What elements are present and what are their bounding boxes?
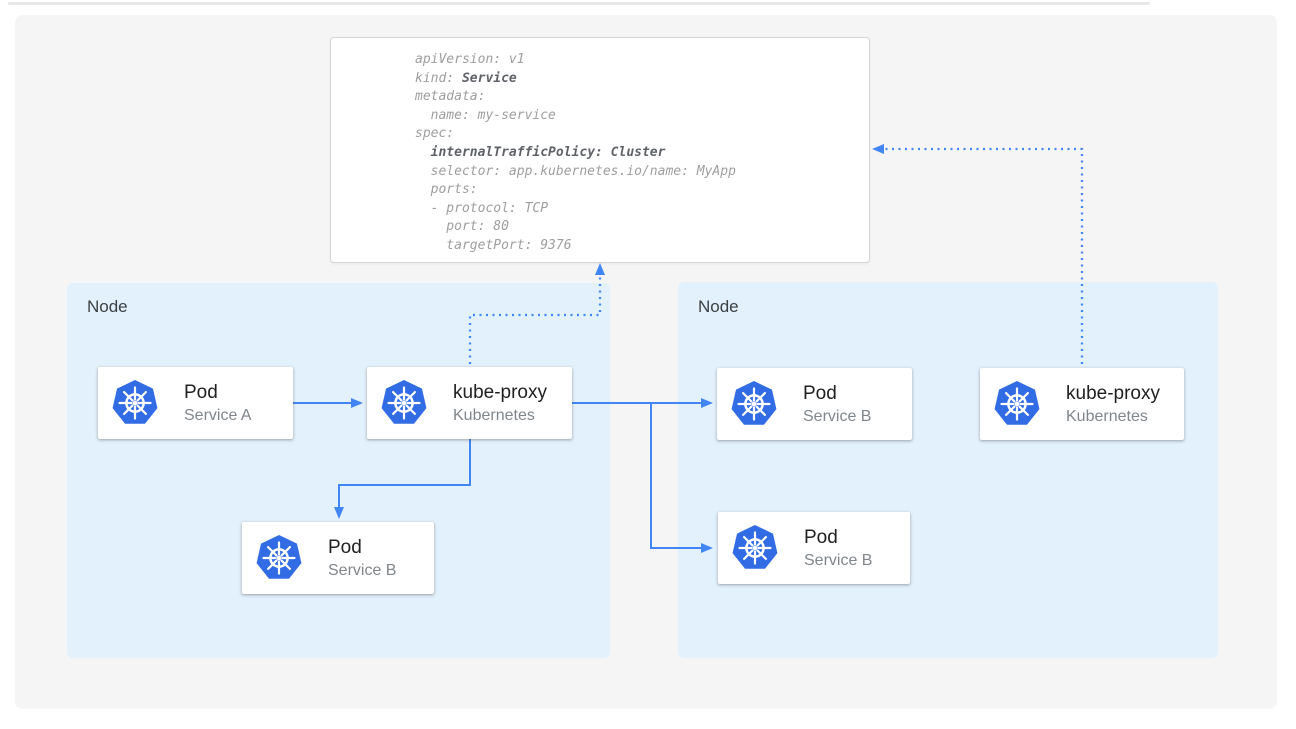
card-subtitle: Kubernetes — [453, 406, 535, 424]
card-title: Pod — [328, 536, 362, 558]
yaml-code-line: spec: — [415, 126, 455, 142]
yaml-code-line: - protocol: TCP — [415, 200, 549, 216]
kubernetes-icon — [993, 380, 1041, 426]
page-top-divider — [8, 2, 1150, 5]
yaml-code-block: apiVersion: v1 kind: Service metadata: nam… — [415, 51, 736, 256]
yaml-code-line: targetPort: 9376 — [415, 237, 572, 253]
yaml-code-line: apiVersion: v1 — [415, 52, 525, 67]
kubernetes-icon — [380, 379, 428, 425]
card-subtitle: Service A — [184, 406, 252, 424]
card-title: Pod — [803, 382, 837, 404]
service-yaml-manifest: apiVersion: v1 kind: Service metadata: nam… — [330, 37, 870, 263]
kubernetes-icon — [111, 379, 159, 425]
card-title: Pod — [184, 381, 218, 403]
yaml-code-line: name: my-service — [415, 107, 556, 123]
kubernetes-icon — [730, 380, 778, 426]
node-box-right — [678, 282, 1218, 658]
card-title: kube-proxy — [1066, 382, 1160, 404]
card-kube-proxy-left: kube-proxy Kubernetes — [367, 367, 572, 439]
node-label-left: Node — [87, 297, 128, 316]
yaml-code-line: selector: app.kubernetes.io/name: MyApp — [415, 163, 736, 179]
kubernetes-icon — [255, 534, 303, 580]
yaml-code-line: metadata: — [415, 89, 486, 105]
card-subtitle: Service B — [803, 407, 872, 425]
yaml-code-line: kind: Service — [415, 70, 517, 86]
card-kube-proxy-right: kube-proxy Kubernetes — [980, 368, 1184, 440]
kubernetes-icon — [731, 524, 779, 570]
yaml-code-line: ports: — [415, 182, 478, 198]
card-title: Pod — [804, 526, 838, 548]
card-pod-service-a: Pod Service A — [98, 367, 293, 439]
card-title: kube-proxy — [453, 381, 547, 403]
card-pod-service-b-right-bottom: Pod Service B — [718, 512, 910, 584]
card-subtitle: Kubernetes — [1066, 407, 1148, 425]
card-subtitle: Service B — [328, 561, 397, 579]
card-pod-service-b-right-top: Pod Service B — [717, 368, 912, 440]
card-subtitle: Service B — [804, 551, 873, 569]
node-box-left — [67, 283, 610, 658]
yaml-code-line: internalTrafficPolicy: Cluster — [430, 144, 666, 160]
card-pod-service-b-left: Pod Service B — [242, 522, 434, 594]
node-label-right: Node — [698, 297, 739, 316]
yaml-code-line: port: 80 — [415, 219, 509, 235]
